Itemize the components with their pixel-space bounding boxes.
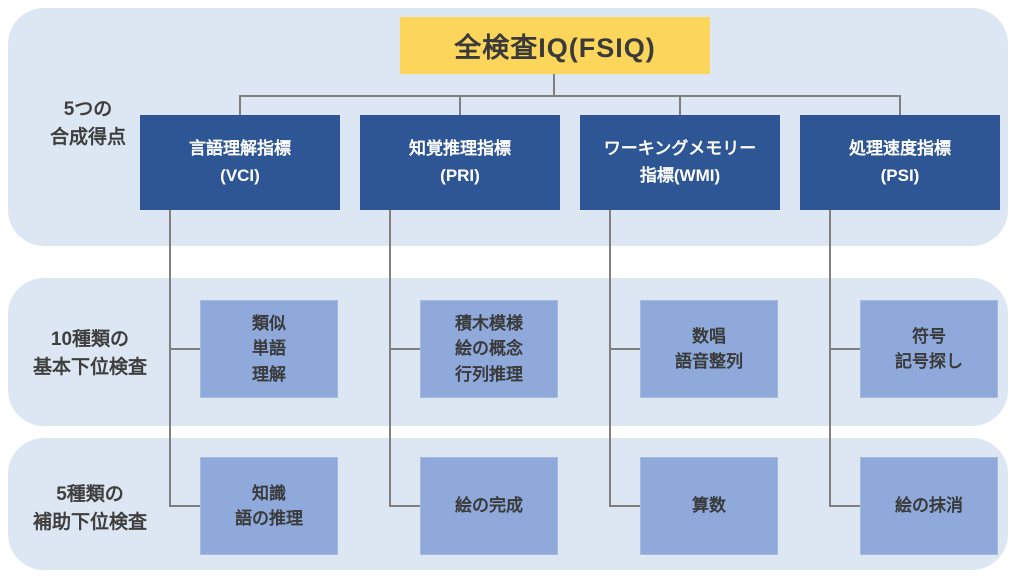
connector-drop-psi bbox=[899, 95, 901, 116]
core-subtests-psi: 符号 記号探し bbox=[860, 300, 998, 398]
index-box-pri: 知覚推理指標 (PRI) bbox=[360, 115, 560, 210]
fsiq-box: 全検査IQ(FSIQ) bbox=[400, 17, 710, 74]
connector-drop-vci bbox=[239, 95, 241, 116]
connector-stub-wmi-supp bbox=[610, 505, 640, 507]
index-box-psi: 処理速度指標 (PSI) bbox=[800, 115, 1000, 210]
supplementary-subtests-pri: 絵の完成 bbox=[420, 457, 558, 555]
core-subtests-wmi: 数唱 語音整列 bbox=[640, 300, 778, 398]
connector-stub-vci-core bbox=[170, 348, 200, 350]
connector-column-vci bbox=[169, 210, 171, 507]
connector-stub-pri-supp bbox=[390, 505, 420, 507]
supplementary-subtests-psi: 絵の抹消 bbox=[860, 457, 998, 555]
core-subtests-pri: 積木模様 絵の概念 行列推理 bbox=[420, 300, 558, 398]
connector-stub-psi-core bbox=[830, 348, 860, 350]
index-box-vci: 言語理解指標 (VCI) bbox=[140, 115, 340, 210]
index-box-wmi: ワーキングメモリー 指標(WMI) bbox=[580, 115, 780, 210]
core-row-label: 10種類の 基本下位検査 bbox=[32, 329, 147, 378]
connector-column-wmi bbox=[609, 210, 611, 507]
connector-root-stem bbox=[553, 74, 555, 96]
supplementary-row-label: 5種類の 補助下位検査 bbox=[32, 484, 147, 533]
supplementary-subtests-vci: 知識 語の推理 bbox=[200, 457, 338, 555]
composite-row-label: 5つの 合成得点 bbox=[49, 99, 126, 148]
connector-stub-psi-supp bbox=[830, 505, 860, 507]
core-subtests-vci: 類似 単語 理解 bbox=[200, 300, 338, 398]
connector-stub-wmi-core bbox=[610, 348, 640, 350]
connector-drop-wmi bbox=[679, 95, 681, 116]
connector-stub-pri-core bbox=[390, 348, 420, 350]
connector-stub-vci-supp bbox=[170, 505, 200, 507]
connector-column-psi bbox=[829, 210, 831, 507]
supplementary-subtests-wmi: 算数 bbox=[640, 457, 778, 555]
connector-root-horizontal bbox=[239, 95, 901, 97]
connector-column-pri bbox=[389, 210, 391, 507]
connector-drop-pri bbox=[459, 95, 461, 116]
